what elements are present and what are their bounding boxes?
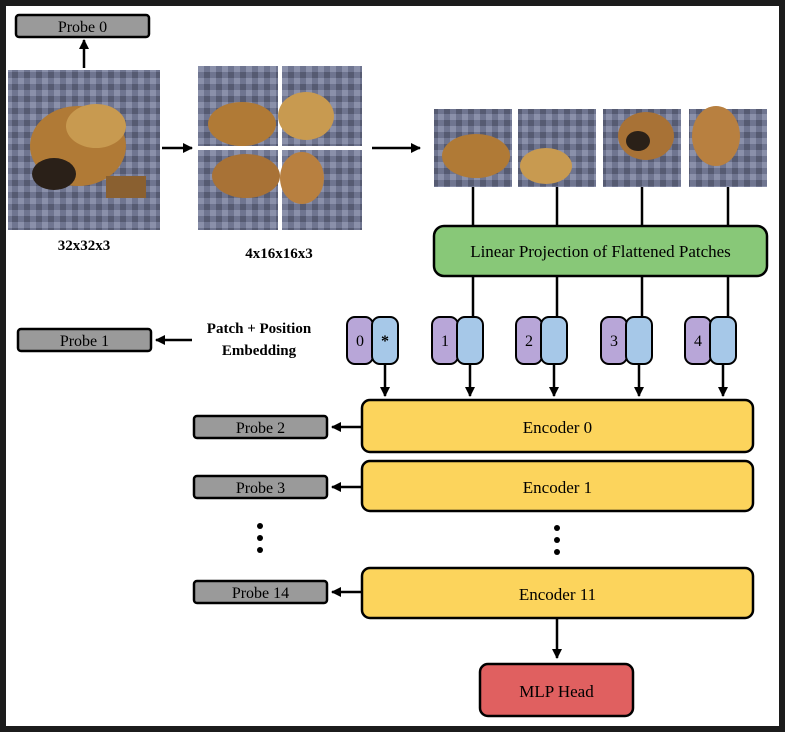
token-4: 4	[684, 316, 737, 365]
patch-3	[603, 109, 681, 187]
projection-to-token-lines	[471, 276, 730, 316]
patch-1	[434, 109, 512, 187]
linear-projection-box: Linear Projection of Flattened Patches	[432, 224, 769, 278]
token-0-index: 0	[356, 333, 364, 350]
token-3: 3	[600, 316, 653, 365]
token-0: 0 *	[346, 316, 399, 365]
encoder-0: Encoder 0	[360, 398, 755, 454]
encoder-1: Encoder 1	[360, 459, 755, 513]
probe-14-label: Probe 14	[232, 585, 289, 602]
encoder-1-label: Encoder 1	[523, 478, 592, 497]
token-2-index: 2	[525, 333, 533, 350]
token-0-position: *	[381, 333, 389, 350]
token-3-index: 3	[610, 333, 618, 350]
probe-2-label: Probe 2	[236, 420, 285, 437]
mlp-head-label: MLP Head	[519, 682, 594, 701]
probe-14: Probe 14	[192, 579, 329, 605]
patch-to-projection-lines	[471, 187, 730, 226]
split-image-size-label: 4x16x16x3	[245, 246, 313, 262]
token-1: 1	[431, 316, 484, 365]
token-to-encoder-arrows	[380, 364, 728, 397]
token-2: 2	[515, 316, 568, 365]
encoder-11-label: Encoder 11	[519, 585, 596, 604]
probe-0-label: Probe 0	[58, 19, 107, 36]
input-image-split	[198, 66, 362, 230]
diagram-canvas: Probe 0 32x32x3 4x16x16x3	[6, 6, 779, 726]
linear-projection-label: Linear Projection of Flattened Patches	[470, 242, 731, 261]
vit-probe-diagram: Probe 0 32x32x3 4x16x16x3	[8, 13, 769, 718]
token-4-index: 4	[694, 333, 702, 350]
embedding-label-line2: Embedding	[222, 343, 297, 359]
encoder-11: Encoder 11	[360, 566, 755, 620]
mlp-head: MLP Head	[478, 662, 635, 718]
encoder-0-label: Encoder 0	[523, 418, 592, 437]
probe-1: Probe 1	[16, 327, 153, 353]
patch-4	[689, 106, 767, 187]
ellipsis-left	[257, 523, 263, 553]
patch-2	[518, 109, 596, 187]
ellipsis-center	[554, 525, 560, 555]
input-image-full	[8, 70, 160, 230]
probe-2: Probe 2	[192, 414, 329, 440]
embedding-label-line1: Patch + Position	[207, 321, 312, 337]
probe-0: Probe 0	[14, 13, 151, 39]
probe-3-label: Probe 3	[236, 480, 285, 497]
full-image-size-label: 32x32x3	[58, 238, 111, 254]
probe-1-label: Probe 1	[60, 333, 109, 350]
token-1-index: 1	[441, 333, 449, 350]
probe-3: Probe 3	[192, 474, 329, 500]
